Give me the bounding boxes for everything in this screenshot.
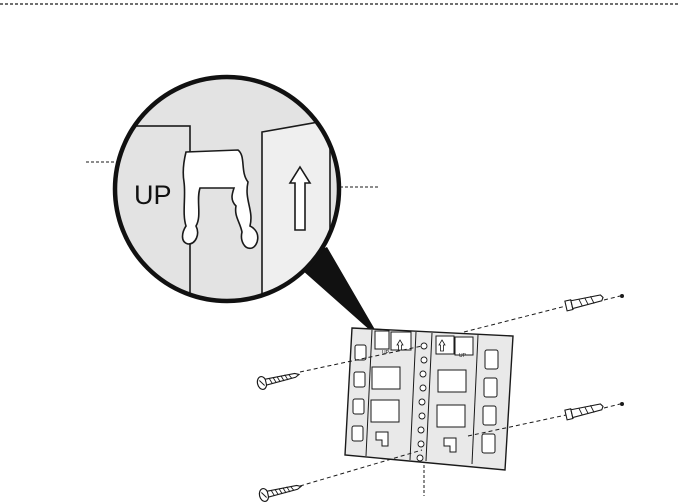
wood-screw-icon: [256, 368, 300, 390]
drill-hole-top: [620, 294, 624, 298]
wall-anchor-icon: [565, 293, 604, 311]
plate-up-label-right: UP: [459, 353, 467, 359]
wall-anchor-icon: [565, 402, 604, 420]
zoom-up-label: UP: [134, 180, 172, 210]
wood-screw-icon: [258, 480, 302, 502]
drill-hole-bottom: [620, 402, 624, 406]
plate-up-label-left: UP: [382, 350, 390, 356]
magnified-detail: UP: [100, 77, 339, 326]
wall-mount-bracket: UP UP: [345, 328, 513, 470]
